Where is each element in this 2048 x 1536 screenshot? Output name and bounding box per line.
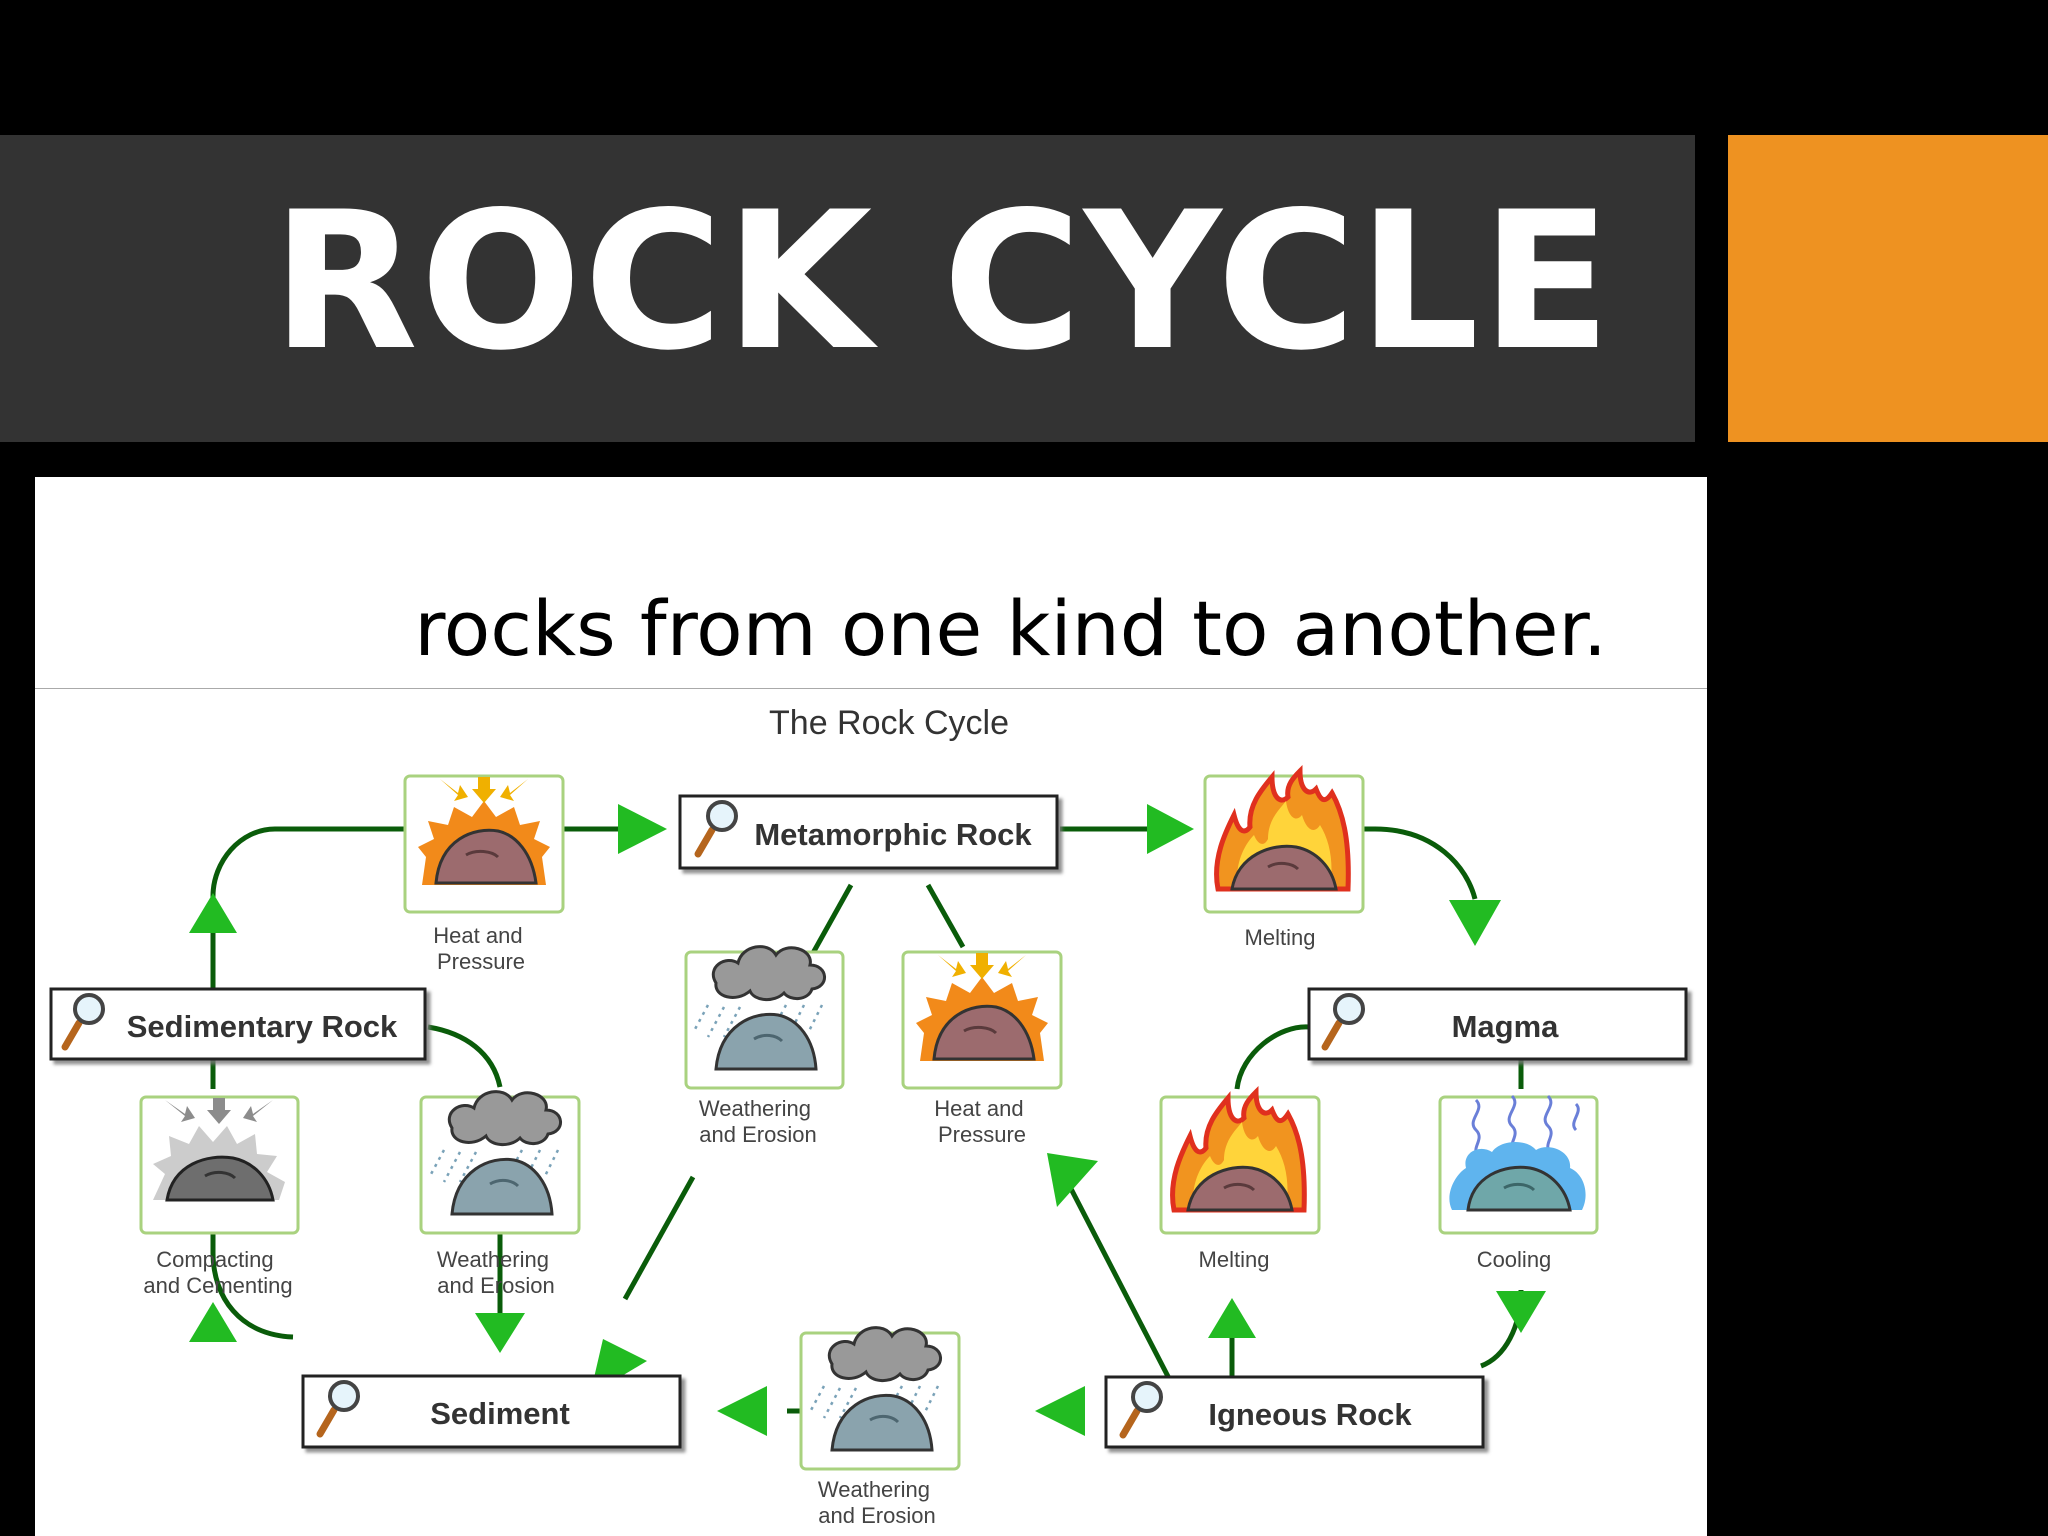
diagram-title: The Rock Cycle: [769, 704, 1009, 742]
svg-text:Cooling: Cooling: [1477, 1247, 1552, 1272]
node-label: Igneous Rock: [1208, 1397, 1412, 1432]
svg-text:Compacting and Cementi: Compacting and Cementing: [143, 1247, 292, 1298]
process-cooling: Cooling: [1438, 1094, 1599, 1272]
process-melting-top: Melting: [1203, 771, 1365, 950]
node-magma: Magma: [1307, 987, 1688, 1061]
process-heat-and-pressure-center: Heat and Pressure: [901, 950, 1063, 1147]
process-weathering-bottom: Weathering and Erosion: [799, 1326, 961, 1528]
node-label: Sedimentary Rock: [127, 1009, 398, 1044]
content-panel: rocks from one kind to another.: [35, 477, 1707, 1536]
slide-title: ROCK CYCLE: [271, 171, 1613, 392]
node-igneous-rock: Igneous Rock: [1104, 1375, 1485, 1449]
process-weathering-left: Weathering and Erosion: [419, 1090, 581, 1298]
svg-text:Heat and Pressure: Heat and Pressure: [934, 1096, 1029, 1147]
arrowheads: [189, 804, 1546, 1436]
svg-text:Weathering and Erosion: Weathering and Erosion: [437, 1247, 555, 1298]
title-bar: [0, 135, 1695, 442]
svg-text:Weathering and Erosion: Weathering and Erosion: [818, 1477, 936, 1528]
slide-subtitle: rocks from one kind to another.: [414, 584, 1607, 673]
node-metamorphic-rock: Metamorphic Rock: [678, 794, 1059, 870]
node-sediment: Sediment: [301, 1374, 682, 1449]
svg-text:Melting: Melting: [1199, 1247, 1270, 1272]
node-label: Sediment: [430, 1396, 570, 1431]
process-heat-and-pressure-top: Heat and Pressure: [403, 774, 565, 974]
connector-lines: [210, 826, 1524, 1414]
svg-text:Weathering and Erosion: Weathering and Erosion: [699, 1096, 817, 1147]
svg-text:Heat and Pressure: Heat and Pressure: [433, 923, 528, 974]
process-melting-right: Melting: [1159, 1092, 1321, 1272]
node-label: Metamorphic Rock: [754, 817, 1032, 852]
rock-cycle-diagram: The Rock Cycle: [49, 704, 1688, 1528]
node-label: Magma: [1452, 1009, 1560, 1044]
node-sedimentary-rock: Sedimentary Rock: [49, 987, 427, 1061]
process-compacting-and-cementing: Compacting and Cementing: [139, 1095, 300, 1298]
process-weathering-center: Weathering and Erosion: [684, 945, 845, 1147]
accent-bar: [1728, 135, 2048, 442]
divider: [35, 688, 1707, 689]
svg-text:Melting: Melting: [1245, 925, 1316, 950]
